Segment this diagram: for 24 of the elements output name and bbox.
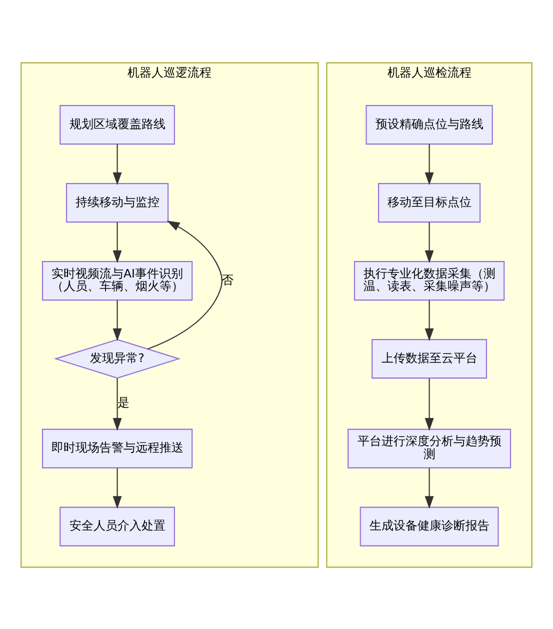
node-box: 持续移动与监控 — [66, 182, 169, 222]
arrow — [112, 222, 122, 263]
arrow — [424, 144, 434, 185]
node-box: 平台进行深度分析与趋势预测 — [348, 428, 512, 468]
node-box: 即时现场告警与远程推送 — [42, 428, 193, 468]
node-box: 实时视频流与AI事件识别（人员、车辆、烟火等） — [42, 260, 193, 300]
arrow — [424, 222, 434, 263]
node-box: 安全人员介入处置 — [60, 506, 175, 546]
node-diamond: 发现异常? — [54, 338, 181, 378]
arrow — [424, 300, 434, 341]
edge-label: 是 — [118, 395, 130, 410]
arrow — [112, 378, 122, 430]
node-box: 上传数据至云平台 — [372, 338, 487, 378]
node-box: 规划区域覆盖路线 — [60, 104, 175, 144]
node-box: 预设精确点位与路线 — [366, 104, 493, 144]
node-box: 执行专业化数据采集（测温、读表、采集噪声等） — [354, 260, 505, 300]
arrow — [112, 144, 122, 185]
node-box: 生成设备健康诊断报告 — [360, 506, 499, 546]
arrow — [424, 468, 434, 508]
arrow — [112, 300, 122, 341]
arrow — [112, 468, 122, 508]
node-box: 移动至目标点位 — [378, 182, 481, 222]
arrow — [424, 378, 434, 430]
arrow — [148, 220, 222, 349]
